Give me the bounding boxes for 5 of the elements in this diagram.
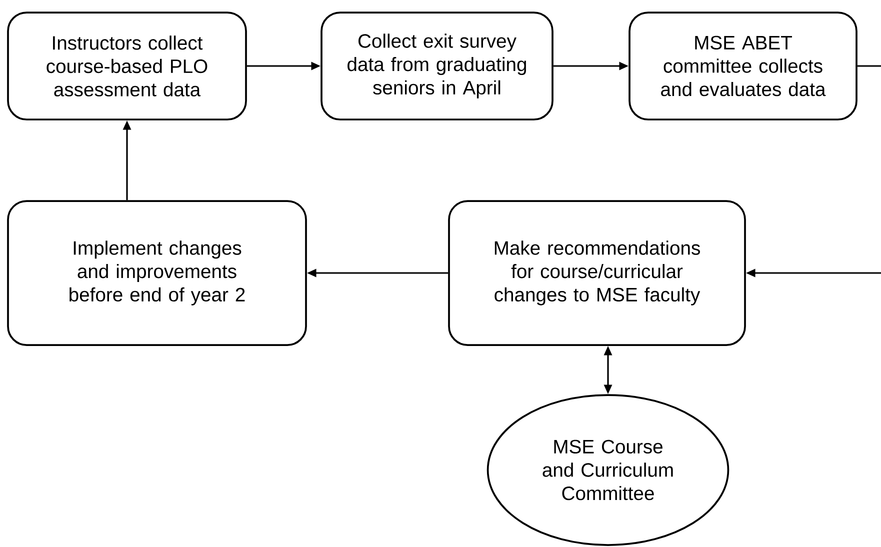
process-box: Make recommendations for course/curricular changes to MSE faculty [448,200,746,346]
process-box: Collect exit survey data from graduating seniors in April [320,12,554,120]
process-box: Implement changes and improvements before end of year 2 [7,200,307,346]
process-box: MSE ABET committee collects and evaluates data [628,12,858,120]
process-box: Instructors collect course-based PLO assessment data [7,12,247,120]
